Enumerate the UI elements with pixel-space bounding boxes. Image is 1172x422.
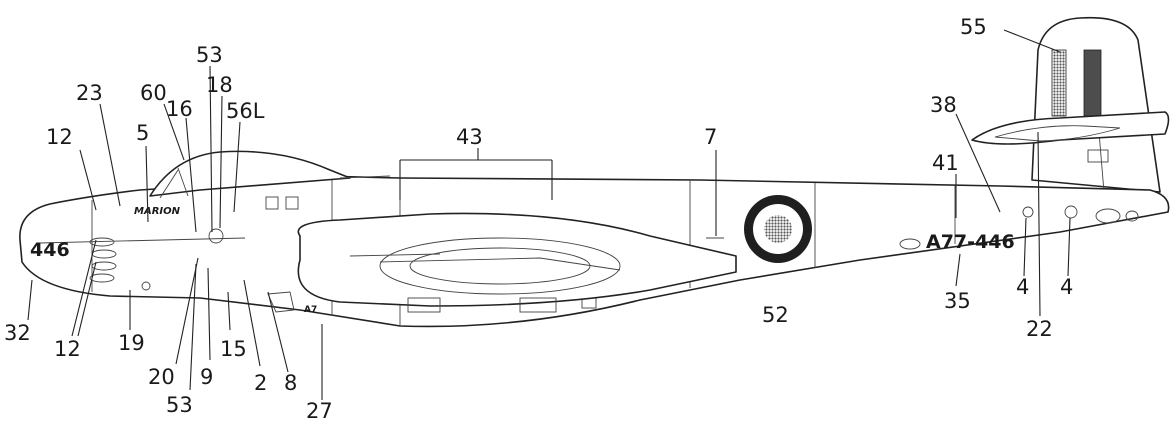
- callout-4-right: 4: [1060, 275, 1073, 299]
- bracket-43: [399, 148, 553, 200]
- tail-fin: [1031, 16, 1161, 193]
- callout-9: 9: [200, 365, 213, 389]
- nose-code: 446: [30, 239, 70, 261]
- fin-flash-stripe-2: [1083, 49, 1102, 117]
- stencil-marking: A7: [304, 305, 317, 315]
- callout-43: 43: [456, 125, 483, 149]
- callout-4-left: 4: [1016, 275, 1029, 299]
- serial-marking: A77-446: [926, 231, 1015, 253]
- callout-23: 23: [76, 81, 103, 105]
- callout-19: 19: [118, 331, 145, 355]
- callout-56L: 56L: [226, 99, 265, 123]
- callout-16: 16: [166, 97, 193, 121]
- fin-flash-stripe-1: [1051, 49, 1067, 117]
- callout-60: 60: [140, 81, 167, 105]
- callout-41: 41: [932, 151, 959, 175]
- callout-12-bottom: 12: [54, 337, 81, 361]
- callout-8: 8: [284, 371, 297, 395]
- callout-22: 22: [1026, 317, 1053, 341]
- callout-7: 7: [704, 125, 717, 149]
- callout-2: 2: [254, 371, 267, 395]
- callout-18: 18: [206, 73, 233, 97]
- callout-20: 20: [148, 365, 175, 389]
- tailplane: [971, 111, 1170, 145]
- callout-38: 38: [930, 93, 957, 117]
- callout-53-bottom: 53: [166, 393, 193, 417]
- leader-lines: [27, 29, 1071, 400]
- callout-5: 5: [136, 121, 149, 145]
- roundel: [744, 195, 812, 263]
- name-marking: MARION: [134, 206, 181, 217]
- callout-55: 55: [960, 15, 987, 39]
- callout-12-top: 12: [46, 125, 73, 149]
- callout-15: 15: [220, 337, 247, 361]
- canopy: [149, 150, 391, 199]
- callout-27: 27: [306, 399, 333, 422]
- callout-labels: 55 38 41 43 7 53 18 60 56L 23 16 5 12 32…: [4, 15, 1073, 422]
- callout-32: 32: [4, 321, 31, 345]
- engine-nacelle: [297, 212, 737, 313]
- callout-52: 52: [762, 303, 789, 327]
- callout-53-top: 53: [196, 43, 223, 67]
- callout-35: 35: [944, 289, 971, 313]
